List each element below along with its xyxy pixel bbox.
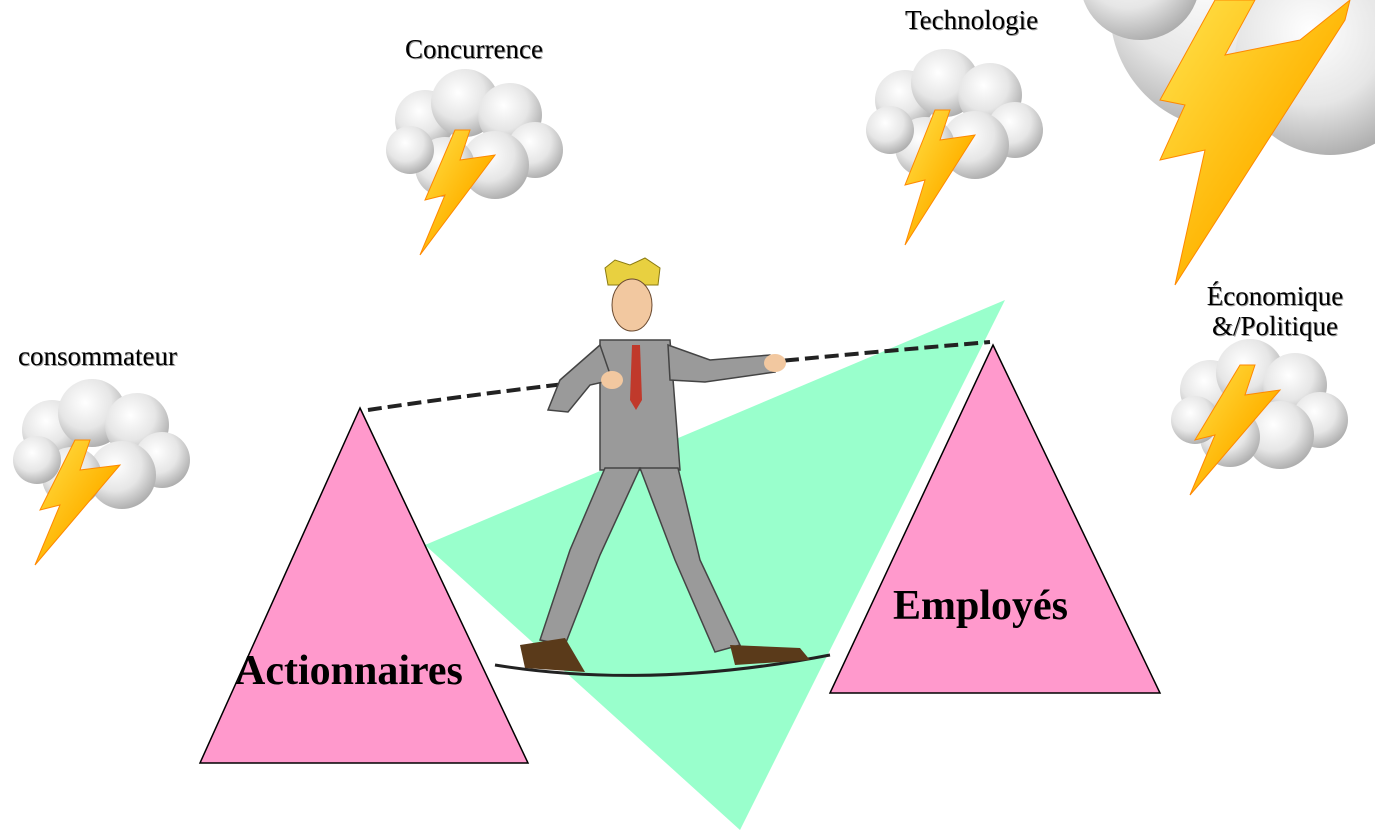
economique-label-line2: &/Politique bbox=[1211, 310, 1338, 341]
employes-label: Employés bbox=[893, 583, 1069, 629]
tightrope-ground-rope bbox=[494, 653, 831, 677]
tightrope-walker-icon bbox=[520, 257, 810, 672]
economique-label-line1: Économique bbox=[1206, 281, 1344, 311]
concurrence-lightning-icon bbox=[419, 129, 497, 256]
employes-triangle bbox=[828, 343, 1162, 694]
spotlight-beam bbox=[425, 300, 1005, 830]
economique-lightning-icon bbox=[1189, 364, 1282, 496]
technologie-label: Technologie bbox=[905, 5, 1039, 35]
actionnaires-triangle bbox=[198, 406, 530, 764]
consommateur-label: consommateur bbox=[18, 341, 177, 371]
consommateur-cloud-icon bbox=[13, 379, 190, 509]
corner-lightning-bolt-icon bbox=[1159, 0, 1351, 286]
concurrence-label: Concurrence bbox=[405, 34, 543, 64]
actionnaires-label: Actionnaires bbox=[235, 648, 463, 694]
economique-label: Économique &/Politique bbox=[1180, 281, 1370, 341]
consommateur-lightning-icon bbox=[34, 439, 122, 566]
technologie-lightning-icon bbox=[904, 109, 977, 246]
